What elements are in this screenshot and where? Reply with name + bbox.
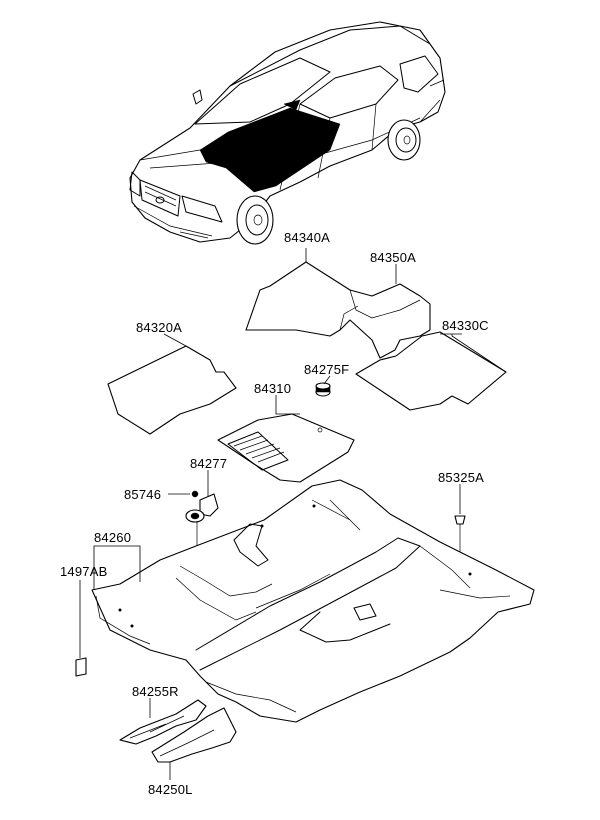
label-84350A: 84350A xyxy=(370,250,417,265)
label-84310: 84310 xyxy=(254,381,292,396)
heel-pads xyxy=(119,699,237,763)
main-floor-carpet xyxy=(91,479,535,723)
label-84277: 84277 xyxy=(190,456,228,471)
label-84255R: 84255R xyxy=(132,684,179,699)
label-84340A: 84340A xyxy=(284,230,331,245)
label-1497AB: 1497AB xyxy=(60,564,108,579)
tag-1497AB xyxy=(75,657,87,677)
label-84275F: 84275F xyxy=(304,362,350,377)
fasteners xyxy=(185,490,219,602)
label-85325A: 85325A xyxy=(438,470,485,485)
leader-lines xyxy=(79,248,507,780)
driver-mat xyxy=(217,413,355,483)
front-mat xyxy=(107,345,237,435)
rear-floor-covering xyxy=(245,261,507,411)
clip-84275F xyxy=(315,382,331,397)
label-84330C: 84330C xyxy=(442,318,489,333)
label-84260: 84260 xyxy=(94,530,132,545)
label-85746: 85746 xyxy=(124,487,162,502)
label-84320A: 84320A xyxy=(136,320,183,335)
car-illustration xyxy=(129,21,446,245)
label-84250L: 84250L xyxy=(148,782,193,797)
